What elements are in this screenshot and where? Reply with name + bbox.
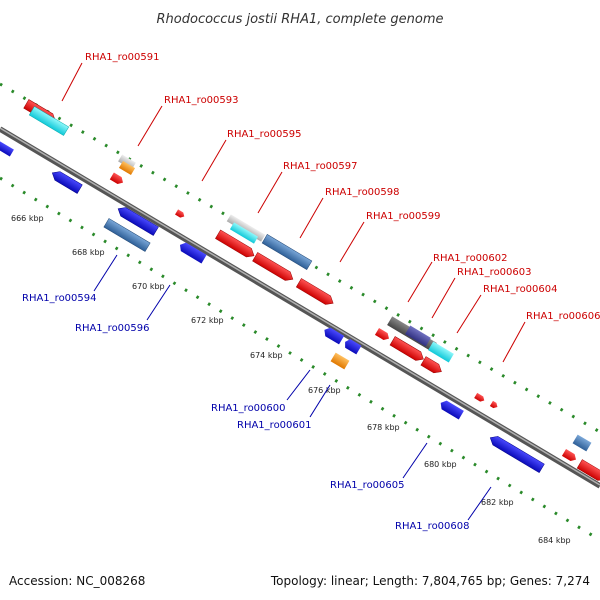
gene-label-bottom: RHA1_ro00600 xyxy=(211,403,286,414)
gene-label-top: RHA1_ro00602 xyxy=(433,253,508,264)
gene-ro00605b xyxy=(440,400,464,420)
gene-label-top: RHA1_ro00599 xyxy=(366,211,441,222)
gene-label-top: RHA1_ro00606 xyxy=(526,311,600,322)
gene-ro00595 xyxy=(175,209,185,218)
bottom-leaders xyxy=(93,254,492,521)
gene-ro00600 xyxy=(324,327,345,345)
gene-ro00596 xyxy=(179,242,207,264)
tick-label: 674 kbp xyxy=(250,351,283,360)
tick-label: 670 kbp xyxy=(132,282,165,291)
feature-cyan-591 xyxy=(28,106,70,136)
gene-ro00594 xyxy=(117,207,159,236)
gene-ro00606 xyxy=(489,400,498,409)
gene-features xyxy=(0,99,600,481)
tick-label: 676 kbp xyxy=(308,386,341,395)
gene-label-bottom: RHA1_ro00605 xyxy=(330,480,405,491)
map-title: Rhodococcus jostii RHA1, complete genome xyxy=(157,12,444,27)
tick-label: 672 kbp xyxy=(191,316,224,325)
gene-ro00602a xyxy=(374,327,390,340)
accession-text: Accession: NC_008268 xyxy=(9,574,146,588)
gene-label-bottom: RHA1_ro00596 xyxy=(75,323,150,334)
genome-summary-text: Topology: linear; Length: 7,804,765 bp; … xyxy=(270,574,590,588)
gene-label-top: RHA1_ro00597 xyxy=(283,161,358,172)
gene-label-top: RHA1_ro00593 xyxy=(164,95,239,106)
tick-label: 680 kbp xyxy=(424,460,457,469)
scale-ticks: 666 kbp 668 kbp 670 kbp 672 kbp 674 kbp … xyxy=(11,214,571,545)
tick-label: 682 kbp xyxy=(481,498,514,507)
feature-gray-597 xyxy=(226,214,266,242)
gene-ro00592 xyxy=(51,171,83,194)
gene-label-top: RHA1_ro00598 xyxy=(325,187,400,198)
gene-label-top: RHA1_ro00591 xyxy=(85,52,160,63)
top-leaders xyxy=(61,62,526,363)
gene-ro00599 xyxy=(295,278,334,305)
feature-purple-603 xyxy=(405,325,431,347)
feature-orange-593 xyxy=(118,160,136,176)
feature-steel-608 xyxy=(572,434,592,452)
guide-lines xyxy=(0,82,600,542)
bottom-labels: RHA1_ro00594 RHA1_ro00596 RHA1_ro00600 R… xyxy=(22,293,470,532)
feature-orange-601 xyxy=(330,352,350,370)
gene-ro00605a xyxy=(474,392,485,402)
lower-dotted-line xyxy=(0,176,600,542)
gene-ro00601a xyxy=(345,339,362,355)
tick-label: 666 kbp xyxy=(11,214,44,223)
top-labels: RHA1_ro00591 RHA1_ro00593 RHA1_ro00595 R… xyxy=(85,52,600,322)
gene-label-top: RHA1_ro00603 xyxy=(457,267,532,278)
gene-ro00590 xyxy=(0,140,14,157)
gene-label-top: RHA1_ro00604 xyxy=(483,284,558,295)
gene-ro00593 xyxy=(109,172,124,184)
gene-ro00604 xyxy=(420,356,442,374)
feature-steel-594 xyxy=(103,218,151,252)
gene-ro00598 xyxy=(252,252,294,281)
genome-backbone xyxy=(0,126,600,489)
tick-label: 684 kbp xyxy=(538,536,571,545)
tick-label: 668 kbp xyxy=(72,248,105,257)
gene-ro00602 xyxy=(389,336,424,361)
gene-ro00607 xyxy=(561,448,577,461)
gene-label-bottom: RHA1_ro00608 xyxy=(395,521,470,532)
gene-ro00609 xyxy=(576,459,600,481)
tick-label: 678 kbp xyxy=(367,423,400,432)
gene-ro00605 xyxy=(489,436,545,473)
feature-gray-593 xyxy=(118,154,136,170)
gene-label-bottom: RHA1_ro00601 xyxy=(237,420,312,431)
feature-cyan-604 xyxy=(428,341,454,363)
gene-label-top: RHA1_ro00595 xyxy=(227,129,302,140)
feature-steel-598 xyxy=(261,234,313,270)
gene-ro00597 xyxy=(215,229,255,258)
feature-cyan-597 xyxy=(229,222,259,244)
gene-label-bottom: RHA1_ro00594 xyxy=(22,293,97,304)
